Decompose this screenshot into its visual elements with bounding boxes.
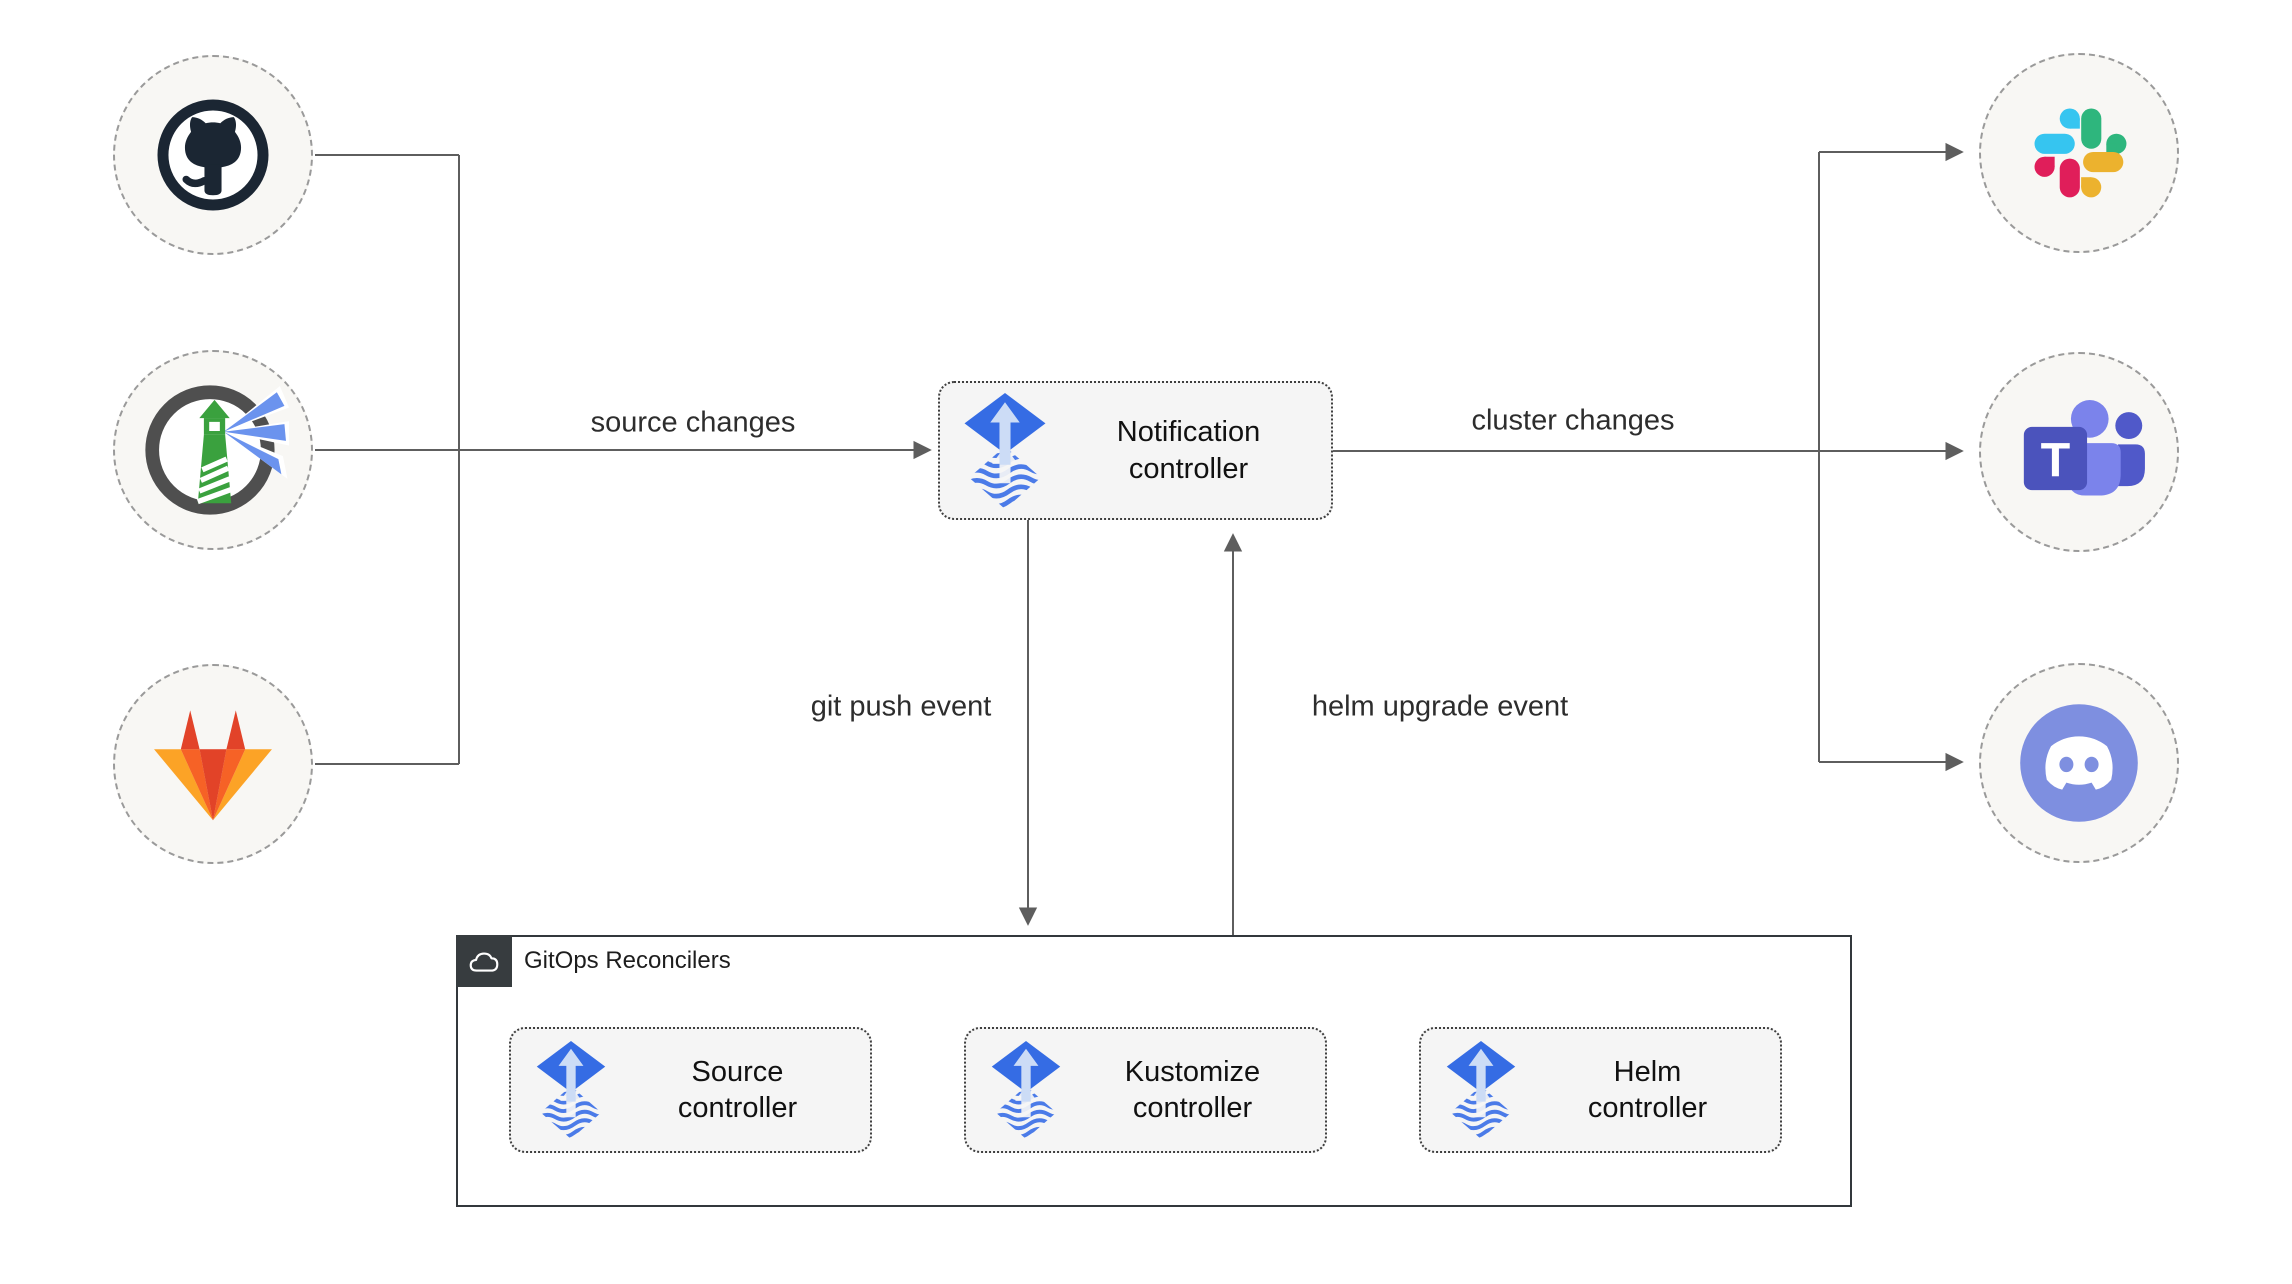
source-node-gitlab (113, 664, 313, 864)
flux-icon (959, 393, 1051, 509)
edge-label-git-push: git push event (810, 690, 992, 723)
gitlab-icon (154, 710, 272, 821)
source-node-harbor (113, 350, 313, 550)
harbor-icon (145, 385, 289, 515)
source-controller-label: Source controller (677, 1055, 798, 1124)
notification-controller-label: Notification controller (1116, 416, 1261, 485)
edge-label-cluster-changes: cluster changes (1471, 404, 1675, 437)
gitops-reconcilers-group: GitOps Reconcilers Source controller Kus… (456, 935, 1852, 1207)
slack-icon (2034, 108, 2127, 198)
kustomize-controller-box: Kustomize controller (964, 1027, 1327, 1153)
flux-icon (987, 1041, 1065, 1139)
flux-icon (1442, 1041, 1520, 1139)
teams-letter: T (2041, 433, 2071, 487)
group-title: GitOps Reconcilers (524, 947, 731, 974)
cloud-icon (469, 952, 499, 972)
kustomize-controller-label: Kustomize controller (1124, 1055, 1261, 1124)
target-node-discord (1979, 663, 2179, 863)
target-node-slack (1979, 53, 2179, 253)
group-badge (456, 935, 512, 987)
helm-controller-label: Helm controller (1587, 1055, 1708, 1124)
target-node-teams: T (1979, 352, 2179, 552)
flux-icon (532, 1041, 610, 1139)
discord-icon (2020, 704, 2138, 822)
github-icon (157, 99, 269, 211)
source-node-github (113, 55, 313, 255)
teams-icon: T (2023, 399, 2145, 496)
source-controller-box: Source controller (509, 1027, 872, 1153)
notification-controller-box: Notification controller (938, 381, 1333, 520)
helm-controller-box: Helm controller (1419, 1027, 1782, 1153)
edge-label-helm-upgrade: helm upgrade event (1311, 690, 1569, 723)
edge-label-source-changes: source changes (590, 406, 796, 439)
